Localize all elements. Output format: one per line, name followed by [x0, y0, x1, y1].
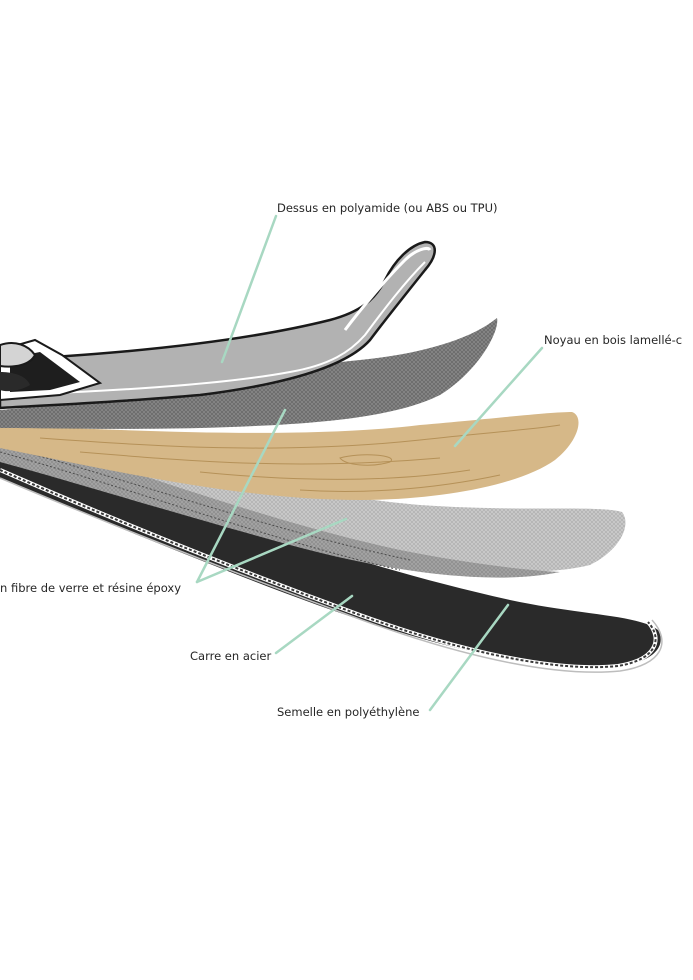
label-steel-edge: Carre en acier: [190, 649, 272, 663]
leader-top-sheet: [220, 214, 278, 364]
leader-fiberglass-lower: [195, 517, 348, 584]
wood-core: [0, 412, 579, 500]
label-core: Noyau en bois lamellé-c: [544, 333, 683, 347]
label-top-sheet: Dessus en polyamide (ou ABS ou TPU): [277, 201, 498, 215]
leader-steel-edge: [274, 594, 354, 655]
leader-fiberglass-upper: [195, 408, 287, 584]
label-fiberglass: n fibre de verre et résine époxy: [0, 581, 182, 595]
binding: [0, 338, 103, 402]
leader-base: [428, 603, 510, 712]
leader-core: [453, 346, 544, 448]
top-sheet: [0, 240, 436, 410]
label-base: Semelle en polyéthylène: [277, 705, 420, 719]
